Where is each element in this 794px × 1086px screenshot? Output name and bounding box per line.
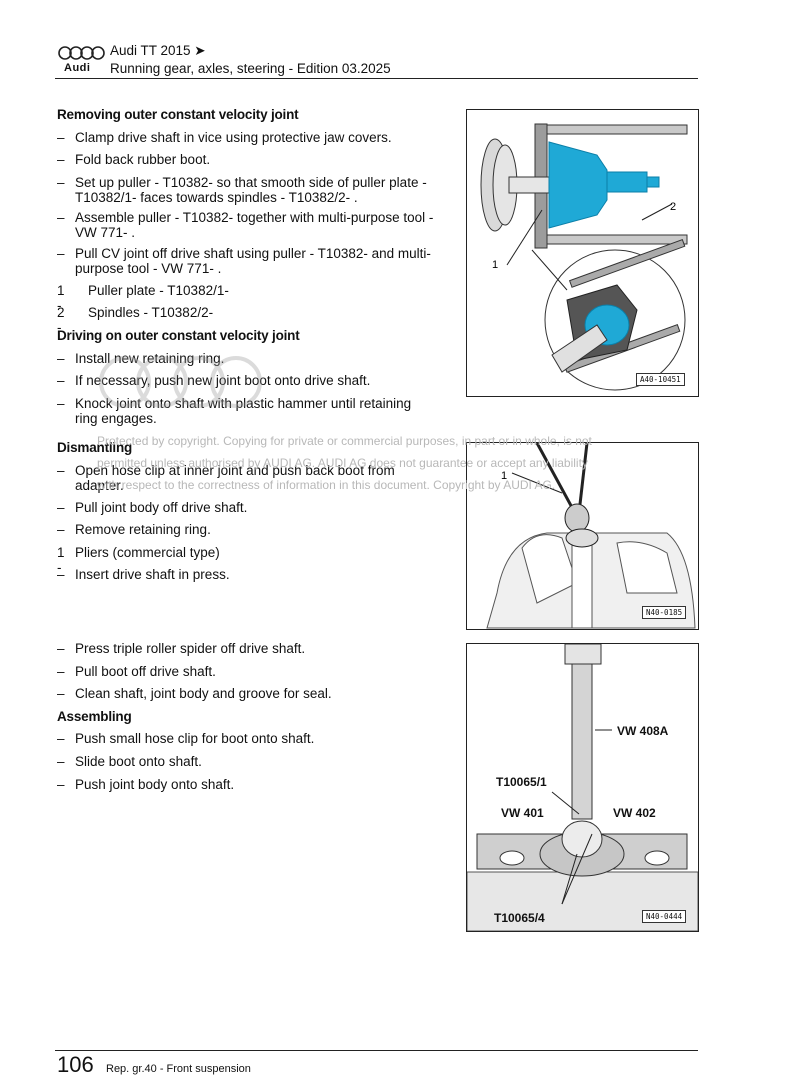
figure-puller-cv-joint: 2 1 A40-10451 [466, 109, 699, 397]
audi-rings-logo [58, 46, 105, 60]
figure-code: A40-10451 [636, 373, 685, 386]
page-number: 106 [57, 1052, 94, 1077]
callout-2: 2 [670, 201, 676, 213]
pliers-illustration: 1 [486, 442, 696, 629]
watermark-text: permitted unless authorised by AUDI AG. … [97, 456, 588, 470]
watermark-text: with respect to the correctness of infor… [97, 478, 556, 492]
callout-1: 1 [492, 259, 498, 271]
tool-label-t10065-1: T10065/1 [496, 775, 547, 789]
figure-pliers-hose-clip: 1 N40-0185 [466, 442, 699, 630]
tool-label-vw402: VW 402 [613, 806, 656, 820]
watermark-rings-icon [99, 356, 262, 408]
press-illustration [466, 643, 699, 932]
footer-section: Rep. gr.40 - Front suspension [106, 1063, 251, 1075]
audi-wordmark: Audi [64, 62, 91, 74]
tool-label-vw408a: VW 408A [617, 724, 669, 738]
puller-illustration: 2 1 [480, 123, 688, 391]
figure-code: N40-0444 [642, 910, 687, 923]
tool-label-t10065-4: T10065/4 [494, 911, 545, 925]
callout-1: 1 [501, 470, 507, 482]
figure-code: N40-0185 [642, 606, 687, 619]
manual-subtitle: Running gear, axles, steering - Edition … [110, 61, 391, 76]
manual-title: Audi TT 2015 ➤ [110, 43, 206, 58]
watermark-text: Protected by copyright. Copying for priv… [97, 434, 592, 448]
section-heading-dismantling: Dismantling [57, 440, 133, 455]
section-heading-driving: Driving on outer constant velocity joint [57, 328, 300, 343]
figure-press-spider: VW 408A T10065/1 VW 401 VW 402 T10065/4 … [466, 643, 699, 932]
section-heading-removing: Removing outer constant velocity joint [57, 107, 299, 122]
section-heading-assembling: Assembling [57, 709, 132, 724]
footer-divider [55, 1050, 698, 1051]
tool-label-vw401: VW 401 [501, 806, 544, 820]
page-header: Audi Audi TT 2015 ➤ Running gear, axles,… [55, 42, 698, 79]
